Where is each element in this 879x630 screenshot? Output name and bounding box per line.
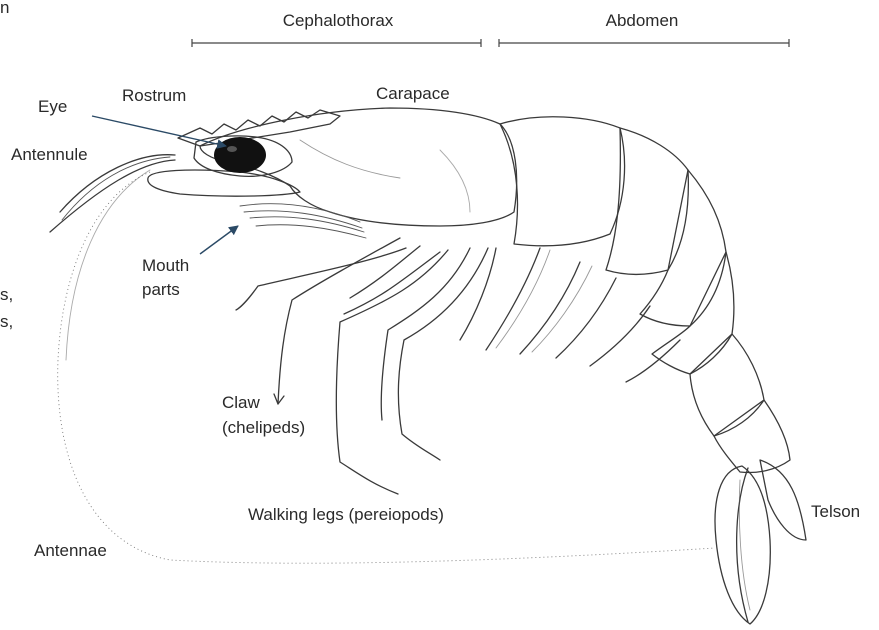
walking-legs-drawing (336, 248, 496, 494)
mouth-parts-label-line2: parts (142, 280, 180, 300)
carapace-label: Carapace (376, 84, 450, 104)
eye-drawing (214, 137, 266, 173)
claw-label-line1: Claw (222, 393, 260, 413)
antennule-drawing (50, 155, 175, 232)
cephalothorax-bracket (192, 39, 481, 47)
walking-legs-label: Walking legs (pereiopods) (248, 505, 444, 525)
mouth-parts-pointer (200, 226, 238, 254)
claw-label-line2: (chelipeds) (222, 418, 305, 438)
telson-label: Telson (811, 502, 860, 522)
cephalothorax-label: Cephalothorax (258, 11, 418, 31)
claws-drawing (236, 238, 420, 404)
abdomen-label: Abdomen (572, 11, 712, 31)
swimmerets-drawing (486, 248, 680, 382)
antennae-label: Antennae (34, 541, 107, 561)
rostrum-label: Rostrum (122, 86, 186, 106)
telson-drawing (715, 460, 806, 624)
abdomen-bracket (499, 39, 789, 47)
mouth-parts-drawing (240, 204, 366, 238)
antennule-label: Antennule (11, 145, 88, 165)
eye-label: Eye (38, 97, 67, 117)
mouth-parts-label-line1: Mouth (142, 256, 189, 276)
abdomen-drawing (500, 117, 790, 473)
